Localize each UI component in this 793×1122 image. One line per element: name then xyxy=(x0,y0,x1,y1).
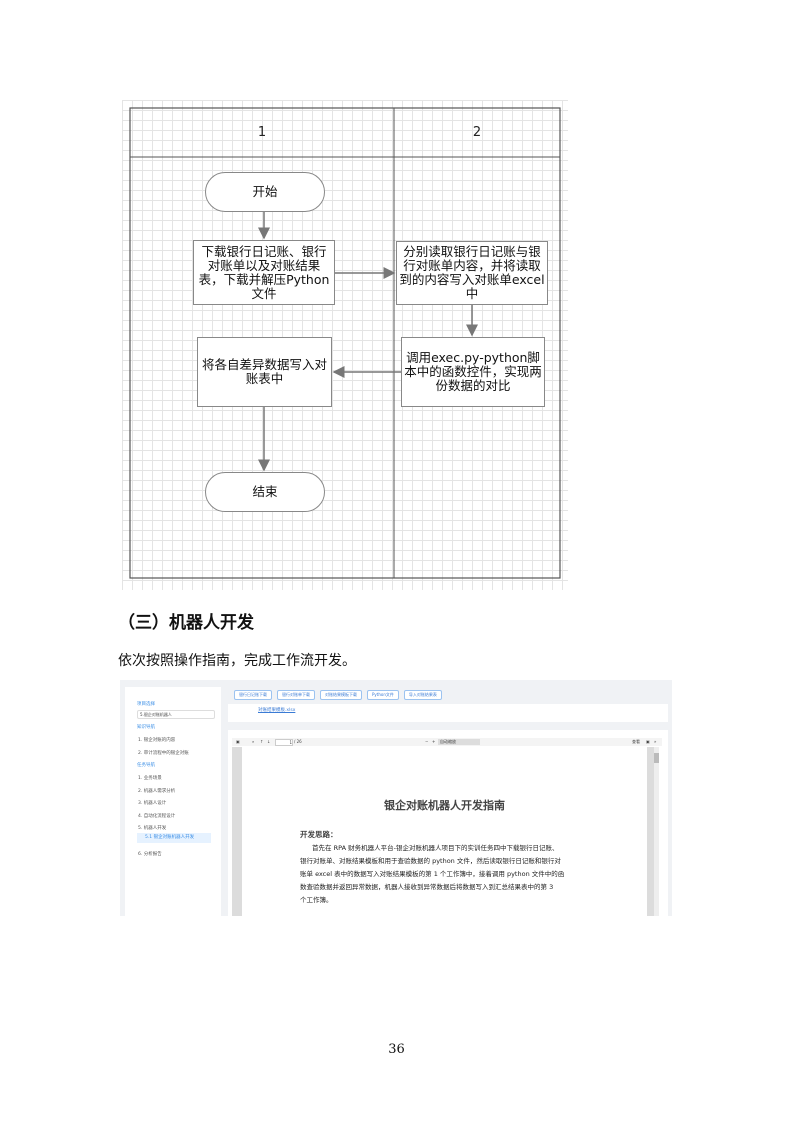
app-screenshot: 项目选择 5.银企对账机器人 知识导航 1. 银企对账的内容 2. 审计流程中的… xyxy=(120,680,672,916)
start-node: 开始 xyxy=(205,172,325,212)
pdf-line: 数查验数据并返回异常数据，机器人接收到异常数据后将数据写入到汇总结果表中的第 3 xyxy=(300,883,554,891)
project-select[interactable]: 5.银企对账机器人 xyxy=(137,710,215,719)
pdf-subtitle: 开发思路： xyxy=(300,830,338,839)
sidebar-item-active[interactable]: 5.1 银企对账机器人开发 xyxy=(137,833,211,843)
end-node: 结束 xyxy=(205,472,325,512)
sidebar-item[interactable]: 6. 分析报告 xyxy=(138,852,162,857)
sidebar-item[interactable]: 2. 机器人需求分析 xyxy=(138,789,176,794)
pdf-page: 银企对账机器人开发指南 开发思路： 首先在 RPA 财务机器人平台-银企对账机器… xyxy=(242,747,647,916)
section-heading: （三）机器人开发 xyxy=(118,613,254,633)
pdf-scrollbar[interactable] xyxy=(654,747,659,916)
step-read: 分别读取银行日记账与银行对账单内容，并将读取到的内容写入对账单excel中 xyxy=(396,241,548,305)
sidebar-toggle-icon[interactable]: ▣ xyxy=(236,739,240,744)
flowchart: 1 2 开始 下载银行日记账、银行对账单以及对账结果表，下载并解压Python文… xyxy=(122,100,568,590)
pdf-body: 首先在 RPA 财务机器人平台-银企对账机器人项目下的实训任务四中下载银行日记账… xyxy=(300,842,600,907)
sidebar-item[interactable]: 3. 机器人设计 xyxy=(138,801,167,806)
pdf-line: 首先在 RPA 财务机器人平台-银企对账机器人项目下的实训任务四中下载银行日记账… xyxy=(312,844,559,852)
lane-2-header: 2 xyxy=(472,125,482,140)
button[interactable]: 银行日记账下载 xyxy=(234,690,272,700)
button[interactable]: 银行对账单下载 xyxy=(277,690,315,700)
pdf-line: 银行对账单、对账结果模板和用于查验数据的 python 文件，然后读取银行日记账… xyxy=(300,857,561,865)
sidebar-item[interactable]: 1. 业务场景 xyxy=(138,776,162,781)
zoom-select[interactable]: 自动缩放 xyxy=(438,739,480,745)
page-number: 36 xyxy=(388,1042,405,1057)
view-label[interactable]: 查看 xyxy=(632,739,640,744)
pdf-toolbar: ▣ ⌕ ↑ ↓ 1 / 26 − + 自动缩放 查看 ▣ » xyxy=(232,738,662,746)
more-tools-icon[interactable]: » xyxy=(654,739,657,744)
print-icon[interactable]: ▣ xyxy=(646,739,650,744)
download-buttons: 银行日记账下载银行对账单下载对账结果模板下载 Python文件导入对账结果表 xyxy=(234,690,447,700)
flowchart-lines xyxy=(129,107,561,579)
sidebar-item[interactable]: 2. 审计流程中的银企对账 xyxy=(138,751,189,756)
page-input[interactable]: 1 xyxy=(275,739,293,746)
pdf-viewer: ▣ ⌕ ↑ ↓ 1 / 26 − + 自动缩放 查看 ▣ » 银企对账机器人开发… xyxy=(228,730,668,916)
search-icon[interactable]: ⌕ xyxy=(252,739,255,744)
knowledge-nav-heading: 知识导航 xyxy=(137,725,155,730)
sidebar-item[interactable]: 1. 银企对账的内容 xyxy=(138,738,176,743)
next-page-icon[interactable]: ↓ xyxy=(267,739,271,744)
pdf-line: 个工作簿。 xyxy=(300,896,333,904)
task-nav-heading: 任务导航 xyxy=(137,763,155,768)
step-compare: 调用exec.py-python脚本中的函数控件，实现两份数据的对比 xyxy=(401,337,545,407)
step-write: 将各自差异数据写入对账表中 xyxy=(197,337,332,407)
sidebar-item[interactable]: 5. 机器人开发 xyxy=(138,826,167,831)
button[interactable]: Python文件 xyxy=(367,690,399,700)
lane-1-header: 1 xyxy=(257,125,267,140)
prev-page-icon[interactable]: ↑ xyxy=(260,739,264,744)
project-title: 项目选择 xyxy=(137,702,155,707)
sidebar-item[interactable]: 4. 自动化流程设计 xyxy=(138,814,176,819)
pdf-title: 银企对账机器人开发指南 xyxy=(384,799,505,812)
paragraph: 依次按照操作指南，完成工作流开发。 xyxy=(118,653,356,669)
zoom-in-icon[interactable]: + xyxy=(432,739,436,744)
step-download: 下载银行日记账、银行对账单以及对账结果表，下载并解压Python文件 xyxy=(193,240,335,305)
sidebar: 项目选择 5.银企对账机器人 知识导航 1. 银企对账的内容 2. 审计流程中的… xyxy=(125,687,221,916)
button[interactable]: 导入对账结果表 xyxy=(403,690,442,700)
zoom-out-icon[interactable]: − xyxy=(425,739,429,744)
pdf-line: 账单 excel 表中的数据写入对账结果模板的第 1 个工作簿中，接着调用 py… xyxy=(300,870,565,878)
button[interactable]: 对账结果模板下载 xyxy=(320,690,362,700)
file-link[interactable]: 对账结果模板.xlsx xyxy=(258,708,296,713)
page-total: / 26 xyxy=(294,739,302,744)
